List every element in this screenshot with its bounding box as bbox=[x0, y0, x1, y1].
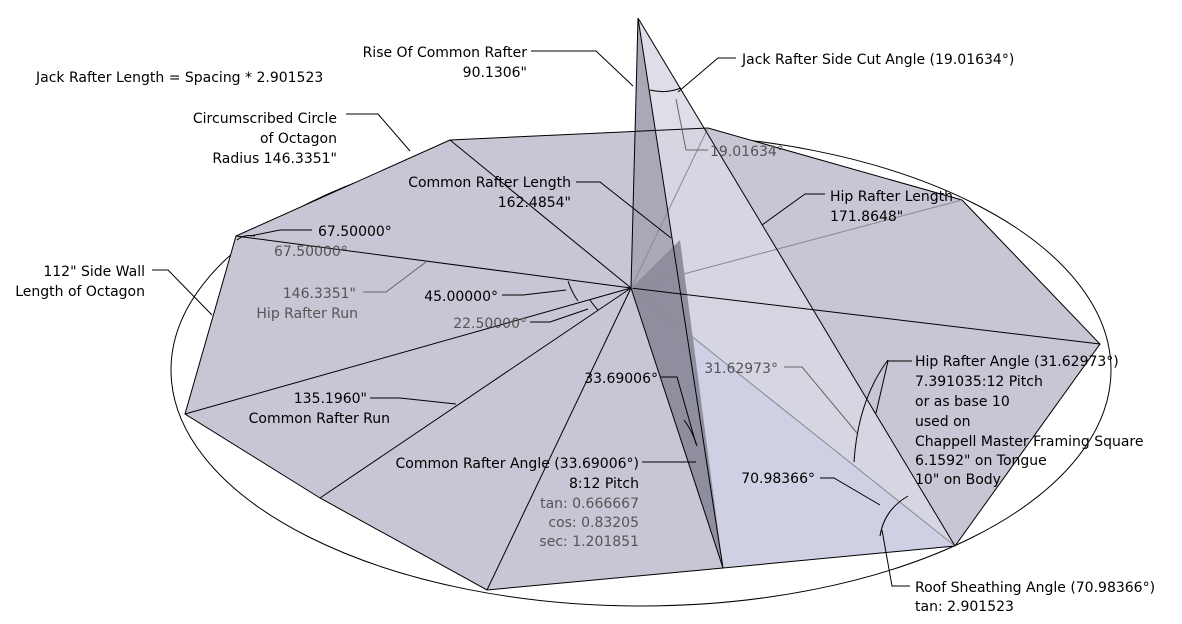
octagon-face bbox=[185, 288, 631, 498]
common-sec: sec: 1.201851 bbox=[539, 534, 639, 550]
hip-angle-small: 31.62973° bbox=[704, 361, 778, 377]
rise-value: 90.1306" bbox=[463, 65, 527, 81]
common-length-title: Common Rafter Length bbox=[408, 175, 571, 191]
circle-label-3: Radius 146.3351" bbox=[212, 151, 337, 167]
octagon-face bbox=[185, 236, 631, 414]
common-cos: cos: 0.83205 bbox=[548, 515, 639, 531]
side-wall-label-2: Length of Octagon bbox=[15, 284, 145, 300]
pitch-angle-small: 33.69006° bbox=[584, 371, 658, 387]
hip-base-1: or as base 10 bbox=[915, 394, 1010, 410]
common-angle-title: Common Rafter Angle (33.69006°) bbox=[395, 456, 639, 472]
radial-edges bbox=[184, 127, 1101, 591]
hip-base-3: Chappell Master Framing Square bbox=[915, 434, 1144, 450]
common-length-value: 162.4854" bbox=[498, 195, 571, 211]
annotation-labels: Jack Rafter Length = Spacing * 2.901523 … bbox=[15, 45, 1155, 615]
hip-angle-title: Hip Rafter Angle (31.62973°) bbox=[915, 354, 1119, 370]
common-pitch: 8:12 Pitch bbox=[569, 476, 639, 492]
common-run-title: Common Rafter Run bbox=[249, 411, 390, 427]
hip-length-value: 171.8648" bbox=[830, 209, 903, 225]
hip-length-title: Hip Rafter Length bbox=[830, 189, 953, 205]
sheathing-small: 70.98366° bbox=[741, 471, 815, 487]
hip-run-value: 146.3351" bbox=[283, 286, 356, 302]
center-angle-22: 22.50000° bbox=[453, 316, 527, 332]
hip-rafter-plane bbox=[631, 18, 955, 546]
jack-side-cut-label: Jack Rafter Side Cut Angle (19.01634°) bbox=[741, 52, 1014, 68]
sheathing-title: Roof Sheathing Angle (70.98366°) bbox=[915, 580, 1155, 596]
common-run-value: 135.1960" bbox=[294, 391, 367, 407]
octagon-faces bbox=[185, 128, 1100, 590]
sheathing-tan: tan: 2.901523 bbox=[915, 599, 1014, 615]
rise-title: Rise Of Common Rafter bbox=[363, 45, 528, 61]
center-angle-45: 45.00000° bbox=[424, 289, 498, 305]
rafter-edges bbox=[630, 17, 956, 569]
hip-pitch: 7.391035:12 Pitch bbox=[915, 374, 1043, 390]
octagon-face bbox=[236, 140, 631, 288]
hip-base-2: used on bbox=[915, 414, 971, 430]
side-wall-label-1: 112" Side Wall bbox=[43, 264, 145, 280]
circle-label-2: of Octagon bbox=[260, 131, 337, 147]
corner-angle: 67.50000° bbox=[318, 224, 392, 240]
hip-run-title: Hip Rafter Run bbox=[256, 306, 358, 322]
hip-tongue: 6.1592" on Tongue bbox=[915, 453, 1047, 469]
hip-body: 10" on Body bbox=[915, 472, 1001, 488]
octagon-face bbox=[487, 288, 723, 590]
octagon-face bbox=[320, 288, 631, 590]
common-rafter-plane-shadow bbox=[631, 240, 723, 568]
angle-arcs bbox=[236, 87, 909, 537]
circle-label-1: Circumscribed Circle bbox=[193, 111, 337, 127]
jack-rafter-formula: Jack Rafter Length = Spacing * 2.901523 bbox=[35, 70, 323, 86]
jack-side-cut-small: 19.01634° bbox=[710, 144, 784, 160]
leader-lines bbox=[152, 50, 912, 587]
octagon-face bbox=[631, 200, 1100, 344]
common-tan: tan: 0.666667 bbox=[540, 496, 639, 512]
corner-angle-grey: 67.50000° bbox=[274, 244, 348, 260]
